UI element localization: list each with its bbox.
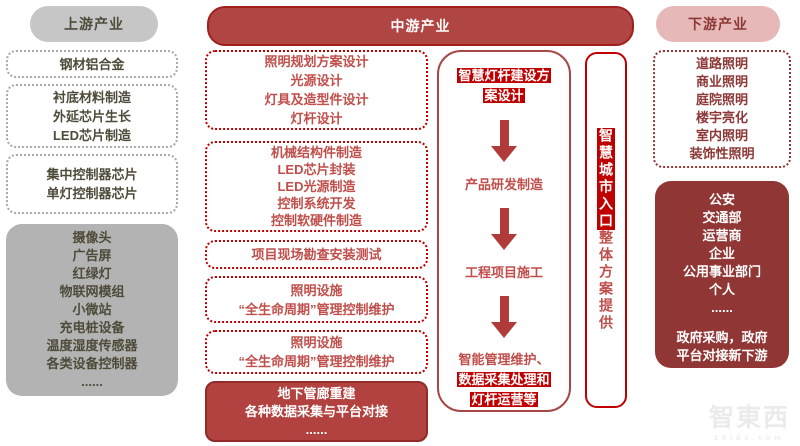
midstream-maintenance-box-2: 照明设施 “全生命周期”管理控制维护	[205, 330, 428, 374]
watermark: 智東西 zhidx.com	[709, 398, 790, 442]
text-line: 物联网模组	[59, 284, 125, 299]
text-line: 商业照明	[695, 74, 748, 89]
process-step-manufacture: 产品研发制造	[464, 177, 543, 192]
plain-text: 智能管理维护、	[458, 352, 550, 367]
vertical-text: 智慧城市入口整体方案提供	[596, 128, 616, 332]
text-line: 各种数据采集与平台对接	[244, 403, 388, 419]
text-line: 楼宇亮化	[695, 110, 748, 125]
upstream-header: 上游产业	[30, 6, 158, 42]
text-line: 红绿灯	[72, 266, 112, 281]
upstream-controller-box: 集中控制器芯片单灯控制器芯片	[6, 154, 178, 214]
down-arrow-icon	[491, 296, 517, 338]
text-line: 光源设计	[290, 73, 343, 88]
down-arrow-icon	[491, 208, 517, 250]
text-line: 衬底材料制造	[52, 89, 131, 105]
text-line: 控制软硬件制造	[270, 213, 362, 228]
midstream-header: 中游产业	[207, 6, 634, 46]
watermark-logo: 智東西	[708, 404, 790, 432]
text-line: 充电桩设备	[59, 320, 125, 335]
text-line: 项目现场勘查安装测试	[251, 247, 382, 262]
text-line: 钢材铝合金	[59, 56, 125, 72]
text-line: 集中控制器芯片	[46, 167, 138, 182]
text-line: 照明设施	[290, 335, 343, 350]
process-step-design: 智慧灯杆建设方案设计	[454, 66, 554, 106]
text-line: 交通部	[702, 210, 742, 225]
highlighted-text: 数据采集处理和灯杆运营等	[457, 372, 551, 407]
text-line: 广告屏	[72, 248, 112, 263]
text-line: “全生命周期”管理控制维护	[238, 354, 395, 369]
upstream-materials-box: 钢材铝合金	[6, 50, 178, 78]
text-line: 控制系统开发	[277, 196, 356, 211]
process-step-construction: 工程项目施工	[464, 265, 543, 280]
text-line: 个人	[708, 282, 735, 297]
upstream-chip-box: 衬底材料制造外延芯片生长 LED芯片制造	[6, 84, 178, 148]
downstream-customers-box: 公安交通部运营商企业公用事业部门个人...... 政府采购，政府平台对接新下游	[655, 181, 789, 368]
plain-text: 整体方案提供	[598, 230, 614, 332]
text-line: 公安	[708, 192, 735, 207]
text-line: ......	[305, 421, 328, 437]
midstream-maintenance-box-1: 照明设施 “全生命周期”管理控制维护	[205, 276, 428, 323]
process-step-operation: 智能管理维护、数据采集处理和灯杆运营等	[454, 350, 554, 410]
text-line: “全生命周期”管理控制维护	[238, 301, 395, 317]
text-line: 摄像头	[72, 230, 112, 245]
smart-city-entry-banner: 智慧城市入口整体方案提供	[585, 52, 627, 408]
text-line: 单灯控制器芯片	[46, 186, 138, 201]
midstream-underground-box: 地下管廊重建各种数据采集与平台对接......	[205, 381, 428, 442]
midstream-design-box: 照明规划方案设计光源设计灯具及造型件设计灯杆设计	[205, 50, 428, 130]
down-arrow-icon	[491, 120, 517, 162]
text-line: 室内照明	[695, 128, 748, 143]
midstream-manufacturing-box: 机械结构件制造 LED芯片封装 LED光源制造控制系统开发控制软硬件制造	[205, 141, 428, 232]
downstream-applications-box: 道路照明商业照明庭院照明楼宇亮化室内照明装饰性照明	[653, 50, 791, 168]
government-note: 政府采购，政府平台对接新下游	[655, 329, 789, 365]
text-line: 装饰性照明	[689, 146, 755, 161]
text-line: 外延芯片生长	[52, 108, 131, 124]
text-line: 公用事业部门	[682, 264, 761, 279]
text-line: 灯具及造型件设计	[264, 92, 369, 107]
text-line: 灯杆设计	[290, 111, 343, 126]
text-line: 庭院照明	[695, 92, 748, 107]
text-line: 企业	[708, 246, 735, 261]
text-line: ......	[81, 374, 103, 389]
text-line: LED芯片封装	[277, 162, 356, 177]
text-line: ......	[711, 300, 733, 315]
text-line: LED芯片制造	[52, 127, 131, 143]
upstream-devices-box: 摄像头广告屏红绿灯物联网模组小微站充电桩设备温度湿度传感器各类设备控制器....…	[6, 224, 178, 396]
text-line: 平台对接新下游	[676, 348, 768, 363]
text-line: 小微站	[72, 302, 112, 317]
highlighted-text: 智慧灯杆建设方案设计	[457, 68, 551, 103]
process-flow-box: 智慧灯杆建设方案设计 产品研发制造 工程项目施工 智能管理维护、数据采集处理和灯…	[437, 50, 571, 412]
watermark-site: zhidx.com	[714, 435, 785, 442]
text-line: 地下管廊重建	[277, 385, 356, 401]
text-line: 道路照明	[695, 56, 748, 71]
text-line: 政府采购，政府	[676, 330, 768, 345]
midstream-survey-box: 项目现场勘查安装测试	[205, 240, 428, 269]
text-line: 运营商	[702, 228, 742, 243]
text-line: LED光源制造	[277, 179, 356, 194]
text-line: 照明规划方案设计	[264, 54, 369, 69]
customer-list: 公安交通部运营商企业公用事业部门个人......	[655, 191, 789, 317]
text-line: 机械结构件制造	[270, 145, 362, 160]
text-line: 温度湿度传感器	[46, 338, 138, 353]
text-line: 各类设备控制器	[46, 356, 138, 371]
downstream-header: 下游产业	[656, 6, 780, 42]
highlighted-text: 智慧城市入口	[597, 128, 615, 230]
text-line: 照明设施	[290, 282, 343, 298]
